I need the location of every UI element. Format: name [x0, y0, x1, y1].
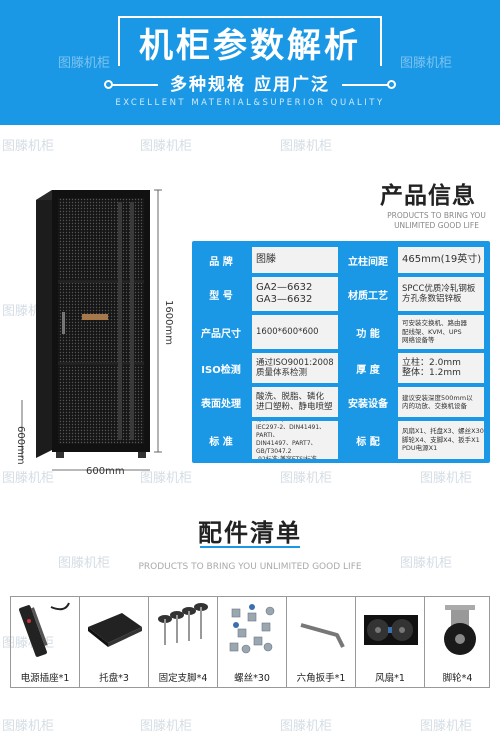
list-item: 六角扳手*1 — [287, 597, 356, 687]
spec-value: 图滕 — [252, 247, 338, 273]
watermark: 图滕机柜 — [140, 139, 193, 154]
page-subtitle: 多种规格 应用广泛 — [170, 75, 330, 95]
rack-depth-label: 600mm — [15, 426, 26, 465]
spec-value: 酸洗、脱脂、磷化 进口塑粉、静电喷塑 — [252, 387, 338, 417]
spec-label: ISO检测 — [192, 353, 250, 383]
table-row: 型 号 GA2—6632 GA3—6632 材质工艺 SPCC优质冷轧钢板 方孔… — [192, 277, 490, 311]
table-row: 表面处理 酸洗、脱脂、磷化 进口塑粉、静电喷塑 安装设备 建议安装深度500mm… — [192, 387, 490, 417]
table-row: 品 牌 图滕 立柱间距 465mm(19英寸) — [192, 247, 490, 273]
spec-value: 465mm(19英寸) — [398, 247, 484, 273]
rack-illustration: 1600mm 600mm 600mm — [8, 180, 188, 480]
spec-label: 标 准 — [192, 421, 250, 459]
power-strip-icon — [19, 602, 70, 657]
spec-label: 产品尺寸 — [192, 315, 250, 349]
spec-label: 标 配 — [340, 421, 396, 459]
watermark: 图滕机柜 — [140, 471, 193, 486]
page-title: 机柜参数解析 — [139, 26, 361, 66]
page-tagline: EXCELLENT MATERIAL&SUPERIOR QUALITY — [115, 98, 385, 108]
watermark: 图滕机柜 — [400, 56, 453, 71]
watermark: 图滕机柜 — [58, 56, 111, 71]
product-info-title: 产品信息 — [380, 183, 476, 209]
hex-wrench-icon — [300, 623, 345, 648]
table-row: 产品尺寸 1600*600*600 功 能 可安装交换机、路由器 配线架、KVM… — [192, 315, 490, 349]
accessories-list: 电源插座*1 托盘*3 固定支脚*4 — [10, 596, 490, 688]
accessory-label: 六角扳手*1 — [296, 673, 346, 684]
screws-icon — [229, 604, 275, 654]
spec-value: GA2—6632 GA3—6632 — [252, 277, 338, 311]
spec-value: SPCC优质冷轧钢板 方孔条数铝锌板 — [398, 277, 484, 311]
accessory-label: 电源插座*1 — [20, 673, 70, 684]
watermark: 图滕机柜 — [2, 719, 55, 734]
title-frame — [118, 16, 382, 66]
spec-table: 品 牌 图滕 立柱间距 465mm(19英寸) 型 号 GA2—6632 GA3… — [192, 241, 490, 463]
watermark: 图滕机柜 — [2, 471, 55, 486]
spec-label: 品 牌 — [192, 247, 250, 273]
list-item: 电源插座*1 — [11, 597, 80, 687]
list-item: 风扇*1 — [356, 597, 425, 687]
header-banner: 机柜参数解析 多种规格 应用广泛 EXCELLENT MATERIAL&SUPE… — [0, 0, 500, 125]
table-row: 标 准 符合ANSI/EIA RS-310-D、 IEC297-2、DIN414… — [192, 421, 490, 459]
spec-label: 型 号 — [192, 277, 250, 311]
accessories-subtitle: PRODUCTS TO BRING YOU UNLIMITED GOOD LIF… — [138, 562, 362, 572]
accessory-label: 螺丝*30 — [234, 673, 270, 684]
subtitle-rule-right — [342, 84, 388, 86]
list-item: 螺丝*30 — [218, 597, 287, 687]
spec-label: 厚 度 — [340, 353, 396, 383]
spec-label: 功 能 — [340, 315, 396, 349]
accessory-label: 风扇*1 — [375, 673, 405, 684]
list-item: 托盘*3 — [80, 597, 149, 687]
accessory-label: 脚轮*4 — [442, 673, 473, 684]
spec-value: 可安装交换机、路由器 配线架、KVM、UPS 网络设备等 — [398, 315, 484, 349]
watermark: 图滕机柜 — [58, 556, 111, 571]
spec-value: 立柱：2.0mm 整体：1.2mm — [398, 353, 484, 383]
table-row: ISO检测 通过ISO9001:2008 质量体系检测 厚 度 立柱：2.0mm… — [192, 353, 490, 383]
spec-value: 通过ISO9001:2008 质量体系检测 — [252, 353, 338, 383]
spec-label: 表面处理 — [192, 387, 250, 417]
spec-value: 建议安装深度500mm以 内的功放、交换机设备 — [398, 387, 484, 417]
watermark: 图滕机柜 — [140, 719, 193, 734]
product-info-subtitle: PRODUCTS TO BRING YOU UNLIMITED GOOD LIF… — [387, 211, 486, 230]
watermark: 图滕机柜 — [400, 556, 453, 571]
watermark: 图滕机柜 — [2, 139, 55, 154]
watermark: 图滕机柜 — [420, 719, 473, 734]
subtitle-dot-left — [104, 80, 113, 89]
watermark: 图滕机柜 — [420, 471, 473, 486]
rack-height-label: 1600mm — [163, 300, 174, 345]
leveling-feet-icon — [158, 603, 208, 645]
rack-cabinet-icon — [21, 189, 162, 471]
watermark: 图滕机柜 — [280, 471, 333, 486]
accessories-title-underline — [200, 546, 300, 548]
subtitle-dot-right — [387, 80, 396, 89]
tray-icon — [88, 613, 142, 647]
spec-value: 风扇X1、托盘X3、螺丝X30 脚轮X4、支脚X4、扳手X1 PDU电源X1 — [398, 421, 484, 459]
subtitle-rule-left — [112, 84, 158, 86]
accessory-label: 固定支脚*4 — [158, 673, 208, 684]
spec-label: 材质工艺 — [340, 277, 396, 311]
watermark: 图滕机柜 — [280, 139, 333, 154]
accessory-label: 托盘*3 — [99, 673, 129, 684]
list-item: 脚轮*4 — [425, 597, 490, 687]
spec-value: 符合ANSI/EIA RS-310-D、 IEC297-2、DIN41491、P… — [252, 421, 338, 459]
rack-width-label: 600mm — [86, 466, 125, 477]
spec-label: 立柱间距 — [340, 247, 396, 273]
fan-icon — [364, 615, 418, 645]
accessories-title: 配件清单 — [198, 519, 302, 547]
spec-label: 安装设备 — [340, 387, 396, 417]
list-item: 固定支脚*4 — [149, 597, 218, 687]
watermark: 图滕机柜 — [280, 719, 333, 734]
spec-value: 1600*600*600 — [252, 315, 338, 349]
caster-icon — [444, 605, 476, 655]
